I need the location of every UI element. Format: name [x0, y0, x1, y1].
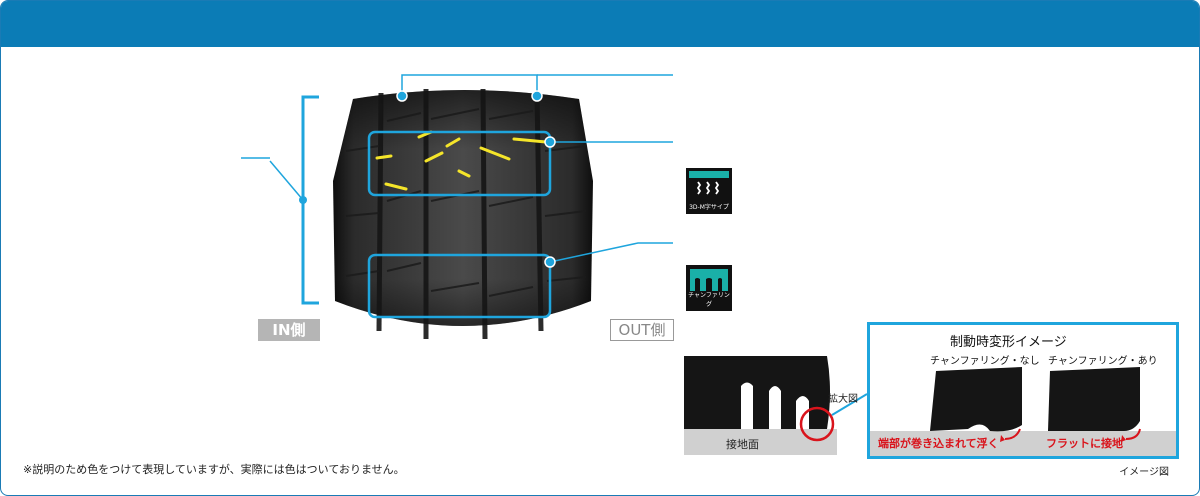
deformation-illustration: [870, 367, 1176, 456]
lower-highlight-box: [367, 253, 552, 319]
image-caption: イメージ図: [1119, 467, 1169, 478]
bad-contact-label: 端部が巻き込まれて浮く: [878, 437, 999, 450]
3d-sipe-highlights: [375, 130, 548, 191]
in-side-label: IN側: [258, 319, 320, 341]
with-chamfer-label: チャンファリング・あり: [1048, 356, 1158, 367]
3d-msipe-caption: 3D-M字サイプ: [689, 204, 729, 211]
ground-label: 接地面: [726, 438, 759, 451]
3d-msipe-icon: 3D-M字サイプ: [686, 168, 732, 214]
cross-section-illustration: [684, 356, 868, 455]
upper-highlight-box: [367, 130, 552, 197]
chamfering-icon: チャンファリング: [686, 265, 732, 311]
footnote: ※説明のため色をつけて表現していますが、実際には色はついておりません。: [23, 463, 405, 476]
good-contact-label: フラットに接地: [1046, 437, 1123, 450]
chamfering-caption: チャンファリング: [688, 292, 730, 308]
braking-deformation-panel: 制動時変形イメージ チャンファリング・なし チャンファリング・あり 端部が巻き込…: [867, 322, 1179, 459]
no-chamfer-label: チャンファリング・なし: [930, 356, 1040, 367]
zoom-label: 拡大図: [828, 394, 858, 405]
header-bar: [1, 1, 1199, 47]
panel-title: 制動時変形イメージ: [950, 335, 1067, 350]
out-side-label: OUT側: [610, 319, 674, 341]
